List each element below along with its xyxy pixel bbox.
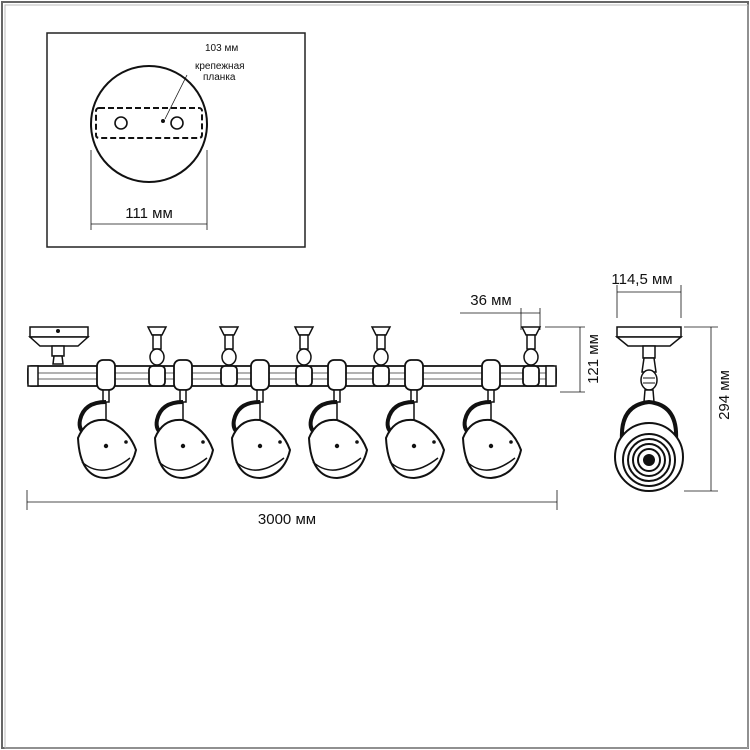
- side-neck: [642, 345, 656, 359]
- suspension-holder: [146, 326, 168, 387]
- center-dot: [161, 119, 165, 123]
- side-stem: [641, 357, 657, 373]
- spot-light: [153, 359, 215, 480]
- mount-hole-left: [114, 116, 128, 130]
- suspension-holder: [520, 326, 542, 387]
- side-lens-ring-1: [622, 433, 676, 487]
- suspension-holder: [218, 326, 240, 387]
- side-lens-ring-2: [627, 438, 671, 482]
- spot-light: [384, 359, 446, 480]
- ceiling-canopy: [28, 326, 90, 365]
- mounting-strip: [95, 107, 203, 139]
- track-end-right: [545, 365, 557, 387]
- side-lens-center: [643, 454, 655, 466]
- side-bracket: [619, 399, 679, 441]
- leader-line: [164, 74, 188, 120]
- spot-light: [461, 359, 523, 480]
- track-assembly: 36 мм 121 мм 3000 мм: [26, 292, 602, 528]
- track-end-left: [27, 365, 39, 387]
- length-label: 3000 мм: [258, 511, 316, 528]
- spot-lights: [76, 359, 523, 480]
- side-height-label: 294 мм: [716, 370, 733, 420]
- outer-frame-shadow: [4, 4, 749, 749]
- inset-width-label: 111 мм: [125, 205, 173, 222]
- spot-light: [307, 359, 369, 480]
- spacing-label: 36 мм: [470, 292, 511, 309]
- side-canopy-bottom: [614, 336, 684, 347]
- strip-size-label: 103 мм: [205, 43, 238, 54]
- side-joint: [640, 369, 658, 391]
- suspension-holder: [293, 326, 315, 387]
- mounting-strip-label-1: крепежная: [195, 61, 245, 72]
- side-joint-mark: [643, 377, 655, 384]
- ceiling-plate-circle: [90, 65, 208, 183]
- side-lens-ring-3: [632, 443, 666, 477]
- inset-panel: 103 мм крепежная планка 111 мм: [46, 32, 306, 248]
- side-lens-ring-4: [637, 448, 661, 472]
- suspension-holder: [370, 326, 392, 387]
- side-width-label: 114,5 мм: [611, 271, 672, 288]
- side-view: 114,5 мм 294 мм: [611, 271, 733, 492]
- mounting-strip-label-2: планка: [203, 72, 236, 83]
- height-label: 121 мм: [585, 334, 602, 384]
- spot-light: [76, 359, 138, 480]
- mount-hole-right: [170, 116, 184, 130]
- side-canopy-top: [616, 326, 682, 338]
- suspension-holders: [146, 326, 542, 387]
- spot-light: [230, 359, 292, 480]
